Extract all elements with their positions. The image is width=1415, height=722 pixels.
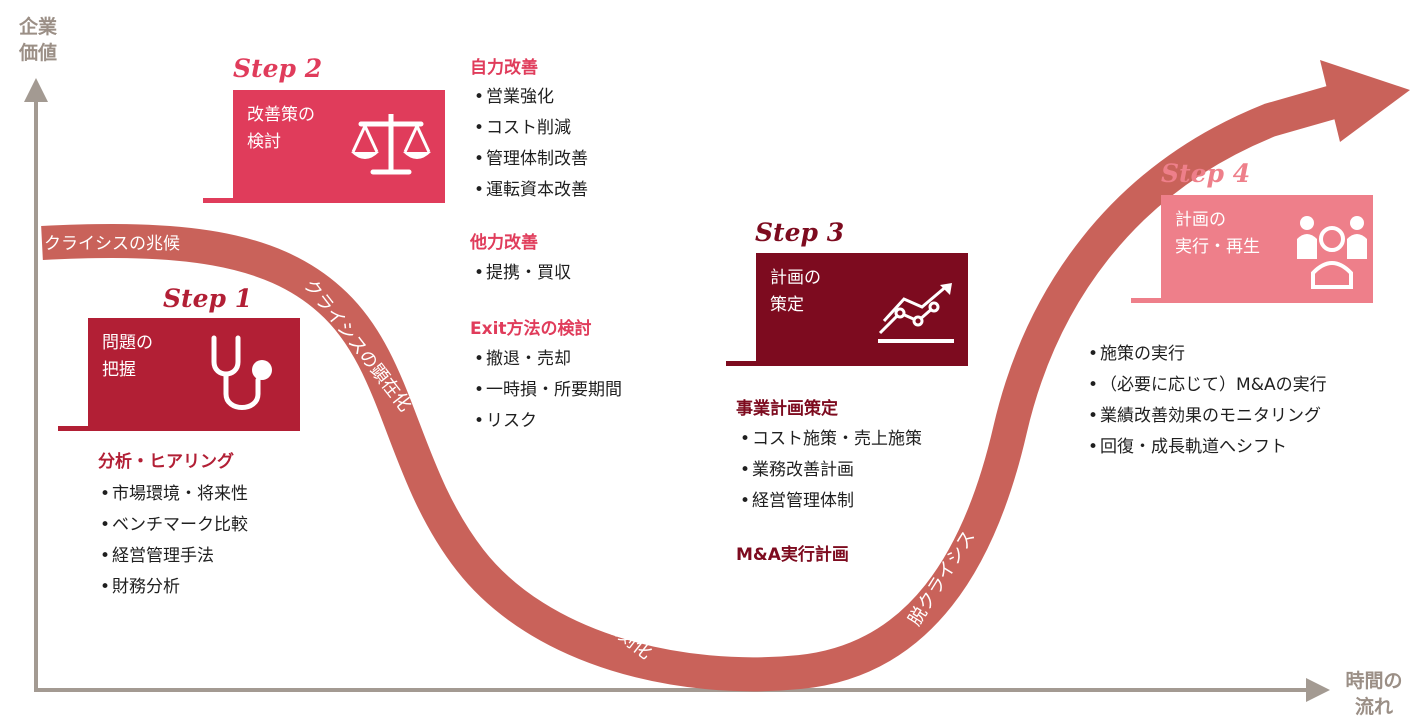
step1-box-text: 問題の 把握: [102, 330, 153, 384]
list-item: 財務分析: [100, 572, 248, 603]
step3-box-line1: 計画の: [770, 268, 821, 288]
people-group-icon: [1297, 216, 1367, 289]
step1-box: 問題の 把握: [88, 318, 300, 431]
x-axis-arrowhead: [1306, 678, 1330, 702]
step1-box-line2: 把握: [102, 360, 136, 380]
step4-tab: [1131, 298, 1161, 303]
step3-tab: [726, 361, 756, 366]
step2-group3-list: 撤退・売却 一時損・所要期間 リスク: [474, 344, 622, 437]
step2-group1-list: 営業強化 コスト削減 管理体制改善 運転資本改善: [474, 82, 588, 206]
step4-box-line2: 実行・再生: [1175, 237, 1260, 257]
list-item: 提携・買収: [474, 258, 571, 289]
list-item: 業績改善効果のモニタリング: [1088, 401, 1327, 432]
x-axis-label-line1: 時間の: [1345, 670, 1403, 692]
list-item: 運転資本改善: [474, 175, 588, 206]
step2-title: Step 2: [233, 54, 323, 83]
step2-group3-heading: Exit方法の検討: [470, 319, 592, 339]
list-item: （必要に応じて）M&Aの実行: [1088, 370, 1327, 401]
list-item: リスク: [474, 406, 622, 437]
list-item: 市場環境・将来性: [100, 479, 248, 510]
step2-tab: [203, 198, 233, 203]
list-item: コスト施策・売上施策: [740, 424, 922, 455]
list-item: 経営管理体制: [740, 486, 922, 517]
list-item: 撤退・売却: [474, 344, 622, 375]
step1-tab: [58, 426, 88, 431]
step3-extra-heading: M&A実行計画: [736, 545, 849, 565]
y-axis-arrowhead: [24, 78, 48, 102]
curve-label-sign: クライシスの兆候: [44, 234, 180, 254]
y-axis-label-line1: 企業: [18, 16, 57, 38]
step3-heading: 事業計画策定: [736, 399, 838, 419]
step4-title: Step 4: [1161, 159, 1251, 188]
y-axis-label: 企業 価値: [14, 14, 62, 66]
step3-box-text: 計画の 策定: [770, 265, 821, 319]
list-item: コスト削減: [474, 113, 588, 144]
step2-box-text: 改善策の 検討: [247, 102, 315, 156]
step2-group2-heading: 他力改善: [470, 233, 538, 253]
balance-scale-icon: [351, 114, 431, 175]
step1-list: 市場環境・将来性 ベンチマーク比較 経営管理手法 財務分析: [100, 479, 248, 603]
list-item: 回復・成長軌道へシフト: [1088, 432, 1327, 463]
step4-list: 施策の実行 （必要に応じて）M&Aの実行 業績改善効果のモニタリング 回復・成長…: [1088, 339, 1327, 463]
stethoscope-icon: [211, 335, 272, 410]
list-item: 管理体制改善: [474, 144, 588, 175]
step2-group1-heading: 自力改善: [470, 58, 538, 78]
step3-box-line2: 策定: [770, 295, 804, 315]
x-axis-label-line2: 流れ: [1354, 696, 1393, 718]
x-axis-label: 時間の 流れ: [1334, 668, 1414, 720]
step1-heading: 分析・ヒアリング: [98, 452, 234, 472]
list-item: 一時損・所要期間: [474, 375, 622, 406]
list-item: 営業強化: [474, 82, 588, 113]
step1-box-line1: 問題の: [102, 333, 153, 353]
list-item: 業務改善計画: [740, 455, 922, 486]
step2-box-line1: 改善策の: [247, 105, 315, 125]
step4-box: 計画の 実行・再生: [1161, 195, 1373, 303]
step3-title: Step 3: [755, 218, 845, 247]
value-curve: [41, 83, 1345, 692]
step4-box-line1: 計画の: [1175, 210, 1226, 230]
list-item: 施策の実行: [1088, 339, 1327, 370]
step3-list: コスト施策・売上施策 業務改善計画 経営管理体制: [740, 424, 922, 517]
step1-title: Step 1: [163, 284, 253, 313]
curve-label-manifest: クライシスの顕在化: [299, 275, 415, 416]
curve-arrowhead: [1320, 60, 1410, 142]
step3-box: 計画の 策定: [756, 253, 968, 366]
step2-box: 改善策の 検討: [233, 90, 445, 203]
step2-group2-list: 提携・買収: [474, 258, 571, 289]
step4-box-text: 計画の 実行・再生: [1175, 207, 1260, 261]
step2-box-line2: 検討: [247, 132, 281, 152]
y-axis-label-line2: 価値: [18, 42, 57, 64]
list-item: 経営管理手法: [100, 541, 248, 572]
list-item: ベンチマーク比較: [100, 510, 248, 541]
line-chart-icon: [878, 283, 954, 343]
